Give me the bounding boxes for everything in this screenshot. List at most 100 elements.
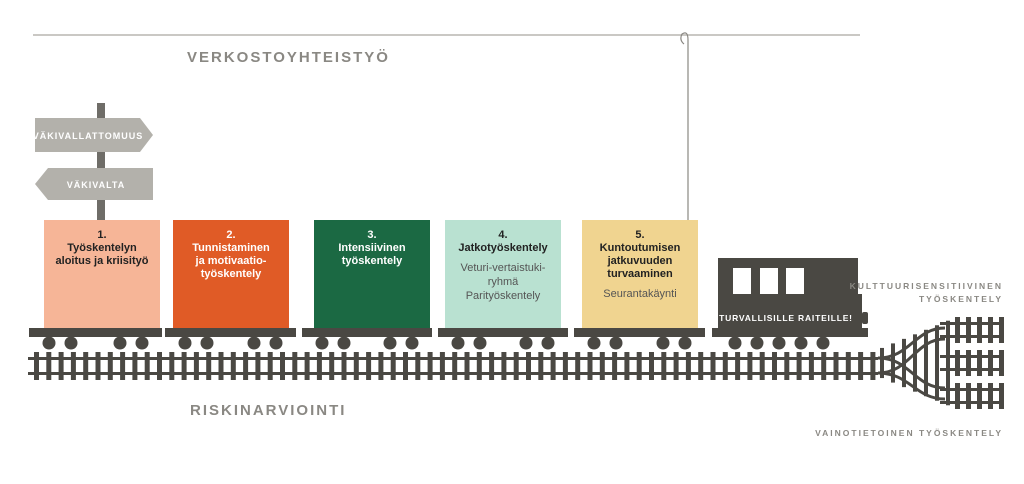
wagon-platform: [29, 328, 162, 337]
rail-tie: [193, 352, 199, 380]
wagon-title: Jatkotyöskentely: [458, 242, 548, 254]
rail: [940, 388, 1002, 391]
rail-tie: [562, 352, 568, 380]
rail: [940, 335, 1002, 338]
sign-violence: [35, 168, 153, 200]
wagon-subtitle: ryhmä: [488, 276, 519, 288]
wheel: [750, 336, 764, 350]
signpost-pole: [97, 103, 105, 220]
wheel: [383, 336, 397, 350]
window: [733, 268, 751, 294]
rail-tie: [913, 334, 917, 392]
rail-tie: [661, 352, 667, 380]
rail-tie: [808, 352, 814, 380]
wheel: [609, 336, 623, 350]
rail: [940, 401, 1002, 404]
wagon-number: 4.: [498, 229, 507, 241]
rail-tie: [673, 352, 679, 380]
rail-tie: [169, 352, 175, 380]
rail-tie: [935, 325, 939, 401]
locomotive-label: TURVALLISILLE RAITEILLE!: [719, 313, 853, 323]
rail-tie: [34, 352, 39, 380]
wagon-platform: [574, 328, 705, 337]
wheel: [816, 336, 830, 350]
rail-tie: [538, 352, 544, 380]
window: [760, 268, 778, 294]
rail-tie: [685, 352, 691, 380]
rail-tie: [218, 352, 224, 380]
rail-tie: [759, 352, 765, 380]
wagon-title: Intensiivinen: [338, 242, 406, 254]
rail-tie: [924, 329, 928, 397]
rail-tie: [624, 352, 630, 380]
wagon-body: [314, 220, 430, 328]
wagon-number: 5.: [635, 229, 644, 241]
wagon-title: Tunnistaminen: [192, 242, 270, 254]
wheel: [451, 336, 465, 350]
rail-tie: [230, 352, 236, 380]
rail-tie: [698, 352, 704, 380]
network-label: VERKOSTOYHTEISTYÖ: [187, 49, 390, 66]
rail-tie: [955, 383, 960, 409]
rail-tie: [70, 352, 76, 380]
sign-violence-label: VÄKIVALTA: [67, 180, 126, 190]
rail-tie: [415, 352, 421, 380]
rail-tie: [612, 352, 618, 380]
wheel: [728, 336, 742, 350]
rail-tie: [902, 338, 906, 388]
rail-tie: [966, 317, 971, 343]
rail-tie: [132, 352, 138, 380]
wheel: [42, 336, 56, 350]
wheel: [178, 336, 192, 350]
rail-tie: [722, 352, 728, 380]
rail: [28, 357, 878, 360]
rail-tie: [120, 352, 126, 380]
rail-tie: [526, 352, 531, 380]
wagon-title: työskentely: [342, 255, 403, 267]
wheel: [772, 336, 786, 350]
wheel: [473, 336, 487, 350]
wheel: [794, 336, 808, 350]
rail-tie: [772, 352, 777, 380]
rail-tie: [403, 352, 408, 380]
wagon-title: Työskentelyn: [67, 242, 137, 254]
wheel: [315, 336, 329, 350]
rail-tie: [144, 352, 150, 380]
wheel: [587, 336, 601, 350]
rail: [940, 355, 1002, 358]
wagon-4: 4.JatkotyöskentelyVeturi-vertaistuki-ryh…: [445, 220, 561, 328]
wheel: [200, 336, 214, 350]
wheel: [541, 336, 555, 350]
rail-tie: [966, 350, 971, 376]
rail-tie: [636, 352, 642, 380]
wheel: [64, 336, 78, 350]
wheel: [678, 336, 692, 350]
wheel: [405, 336, 419, 350]
rail-tie: [999, 383, 1004, 409]
rail-tie: [501, 352, 507, 380]
rail-tie: [378, 352, 384, 380]
rail-tie: [599, 352, 605, 380]
wagon-number: 1.: [97, 229, 106, 241]
rail-tie: [858, 352, 864, 380]
rail: [940, 322, 1002, 325]
wagon-title: aloitus ja kriisityö: [56, 255, 149, 267]
hook-line: [680, 32, 689, 220]
rail-tie: [513, 352, 519, 380]
rail-tie: [747, 352, 753, 380]
wagon-title: turvaaminen: [607, 268, 673, 280]
branch-rail: [877, 326, 946, 360]
rail-tie: [999, 317, 1004, 343]
rail-tie: [107, 352, 113, 380]
wheel: [337, 336, 351, 350]
wagon-body: [445, 220, 561, 328]
wagon-subtitle: Parityöskentely: [466, 290, 541, 302]
rail-tie: [157, 352, 162, 380]
rail-tie: [489, 352, 495, 380]
rail-tie: [880, 347, 884, 379]
rail-tie: [575, 352, 581, 380]
rail: [28, 372, 878, 375]
rail-tie: [427, 352, 433, 380]
